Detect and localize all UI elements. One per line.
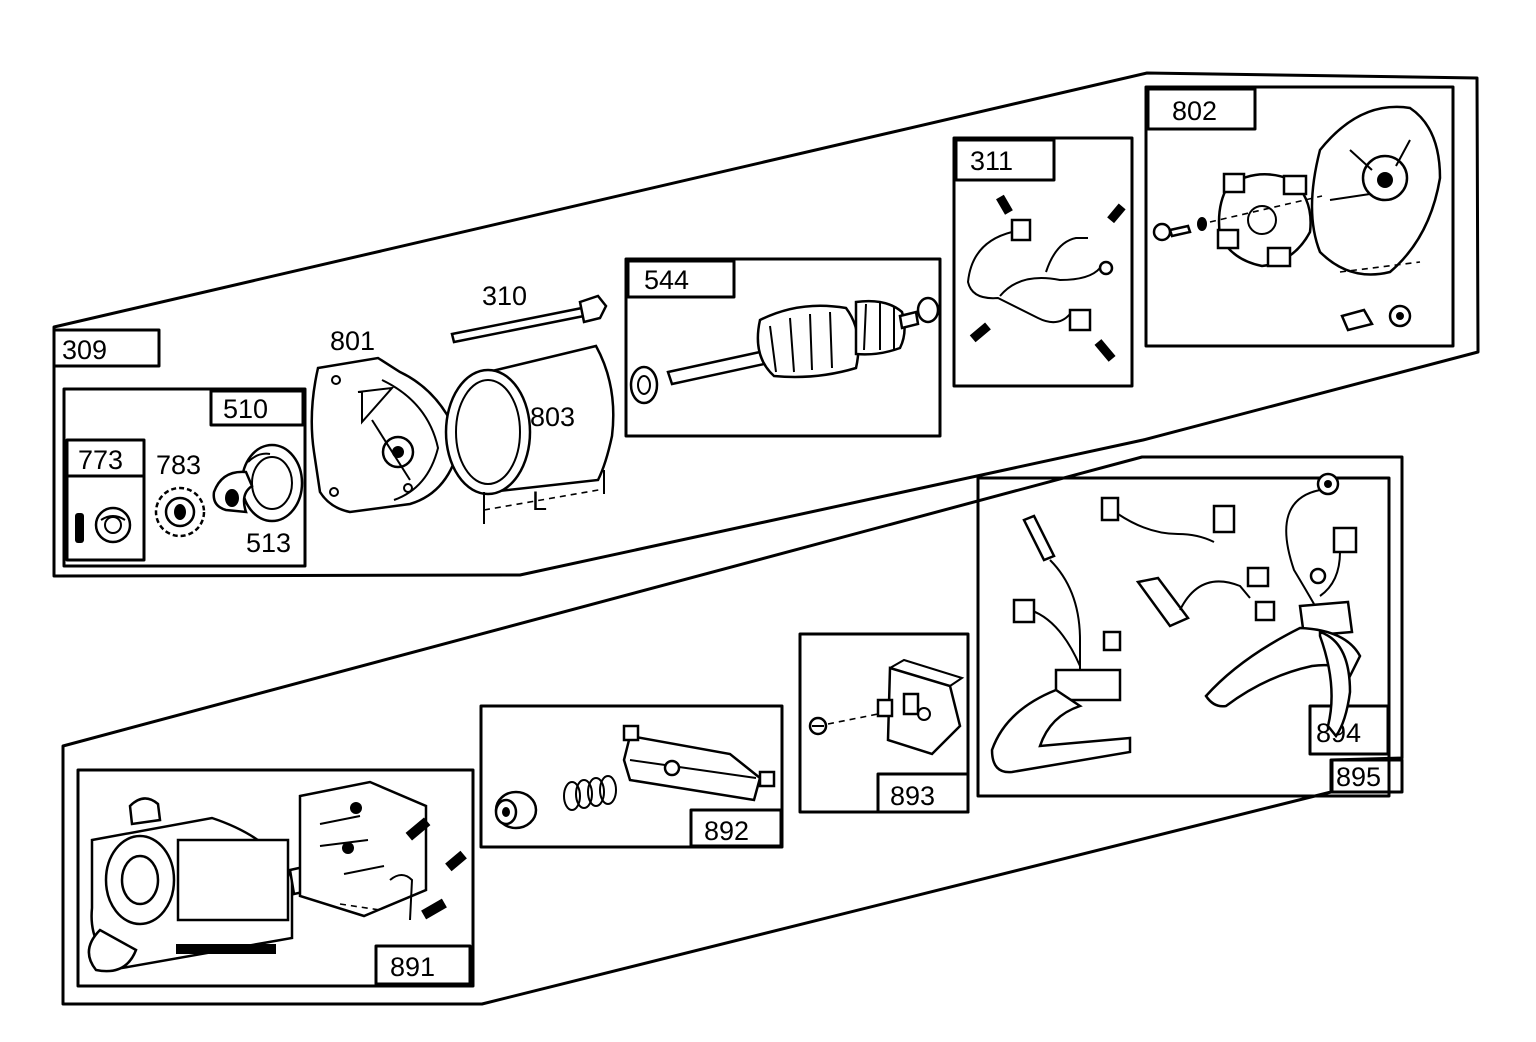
starter-drive-icon xyxy=(212,443,304,523)
end-cap-icon xyxy=(1310,105,1442,276)
switch-icon xyxy=(876,658,965,756)
thrust-washer-icon xyxy=(629,365,659,405)
terminal-nut-icon xyxy=(1340,304,1412,332)
switch-plate-icon xyxy=(298,780,467,921)
callout-773: 773 xyxy=(78,445,123,475)
spring-icon xyxy=(563,775,617,811)
motor-housing: 803 L xyxy=(444,344,615,524)
callout-803: 803 xyxy=(530,402,575,432)
callout-310: 310 xyxy=(482,281,527,311)
drive-kit-box: 510 773 783 513 xyxy=(62,387,307,568)
callout-801: 801 xyxy=(330,326,375,356)
callout-893: 893 xyxy=(890,781,935,811)
callout-544: 544 xyxy=(644,265,689,295)
callout-783: 783 xyxy=(156,450,201,480)
callout-891: 891 xyxy=(390,952,435,982)
callout-309: 309 xyxy=(52,328,161,368)
callout-513: 513 xyxy=(246,528,291,558)
dimension-L: L xyxy=(532,486,547,516)
callout-892: 892 xyxy=(704,816,749,846)
brush-holder-icon xyxy=(1216,172,1312,268)
pinion-gear-icon xyxy=(154,486,206,538)
brush-harness-icon xyxy=(966,194,1126,362)
spacer-washer-icon xyxy=(916,296,940,324)
callout-895: 895 xyxy=(1336,762,1381,792)
commutator-end-box: 802 xyxy=(1144,85,1455,348)
starter-motor-box: 891 xyxy=(76,768,475,988)
upper-assembly-frame xyxy=(52,71,1480,578)
starter-motor-icon xyxy=(87,797,314,973)
armature-icon xyxy=(666,299,920,386)
rectifier-icon xyxy=(622,724,776,802)
through-bolt: 310 xyxy=(450,281,608,344)
brush-harness-box: 311 xyxy=(952,136,1134,388)
drive-end-cap: 801 xyxy=(310,326,462,514)
armature-box: 544 xyxy=(624,257,942,438)
pin-icon xyxy=(75,513,84,543)
switch-box: 893 xyxy=(798,632,970,814)
retainer-clip-icon xyxy=(94,506,132,544)
svg-text:309: 309 xyxy=(62,335,107,365)
callout-802: 802 xyxy=(1172,96,1217,126)
screw-icon xyxy=(1152,217,1207,242)
harness-right-icon xyxy=(1204,472,1362,739)
wiring-harness-box: 894 895 xyxy=(976,472,1404,798)
lockwasher-icon xyxy=(808,716,828,736)
harness-center-icon xyxy=(1100,496,1276,628)
harness-left-icon xyxy=(990,514,1132,774)
callout-510: 510 xyxy=(223,394,268,424)
bushing-icon xyxy=(494,790,538,830)
callout-311: 311 xyxy=(970,146,1013,176)
rectifier-box: 892 xyxy=(479,704,784,849)
